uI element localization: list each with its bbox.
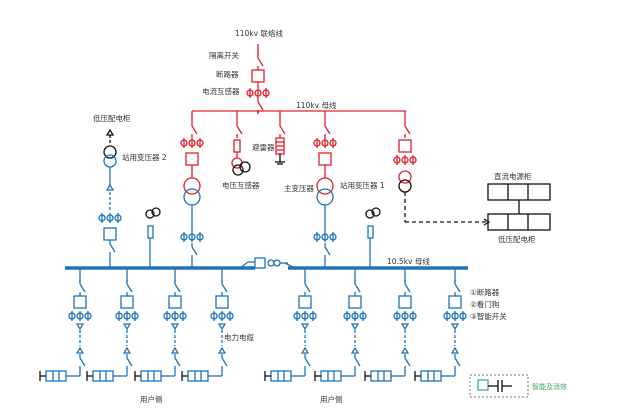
feeder-4 [181, 268, 234, 382]
legend-item-1: ①断路器 [470, 287, 500, 297]
lv-cabinet-right [487, 213, 551, 231]
main-transformer-label: 主变压器 [284, 183, 314, 193]
pt-10kv-right [365, 207, 381, 268]
feeder-6 [314, 268, 367, 382]
dc-cabinet-label: 直流电源柜 [494, 171, 532, 181]
feeder-5 [264, 268, 317, 382]
smart-box-label: 智能及消效 [532, 382, 567, 391]
legend-item-3: ③智能开关 [470, 311, 507, 321]
dc-power-cabinet [487, 183, 551, 201]
lv-cabinet-right-label: 低压配电柜 [498, 234, 536, 244]
station-transformer-1-label: 站用变压器 1 [340, 180, 385, 190]
isolator-label: 隔离开关 [209, 50, 239, 60]
breaker-label: 断路器 [216, 69, 239, 79]
bus-10kv-label: 10.5kv 母线 [387, 256, 430, 266]
feeder-1 [39, 268, 92, 382]
main-transformer-right [313, 111, 337, 268]
tie-line-feeder [246, 44, 270, 115]
power-cable-label: 电力电缆 [224, 332, 254, 342]
pt-10kv-left [145, 207, 161, 268]
arrester-label: 避雷器 [252, 142, 275, 152]
bus-110kv-label: 110kv 母线 [296, 100, 337, 110]
feeder-2 [86, 268, 139, 382]
main-transformer-left [180, 111, 204, 268]
station-transformer-2 [98, 129, 122, 268]
user-side-right-label: 用户侧 [320, 394, 343, 404]
pt-label: 电压互感器 [222, 180, 260, 190]
feeder-7 [364, 268, 417, 382]
voltage-transformer [231, 111, 251, 176]
feeder-3 [134, 268, 187, 382]
smart-switch-box: 智能及消效 [469, 374, 567, 398]
ct-label: 电流互感器 [202, 86, 240, 96]
lv-cabinet-left-label: 低压配电柜 [93, 113, 131, 123]
feeder-8 [414, 268, 467, 382]
tie-line-label: 110kv 联络线 [235, 28, 283, 38]
bus-tie [239, 257, 296, 269]
station-transformer-1 [393, 111, 491, 226]
station-transformer-2-label: 站用变压器 2 [122, 152, 167, 162]
lightning-arrester [275, 111, 286, 165]
feeders [39, 268, 467, 382]
user-side-left-label: 用户侧 [140, 394, 163, 404]
legend-item-2: ②看门狗 [470, 299, 499, 309]
